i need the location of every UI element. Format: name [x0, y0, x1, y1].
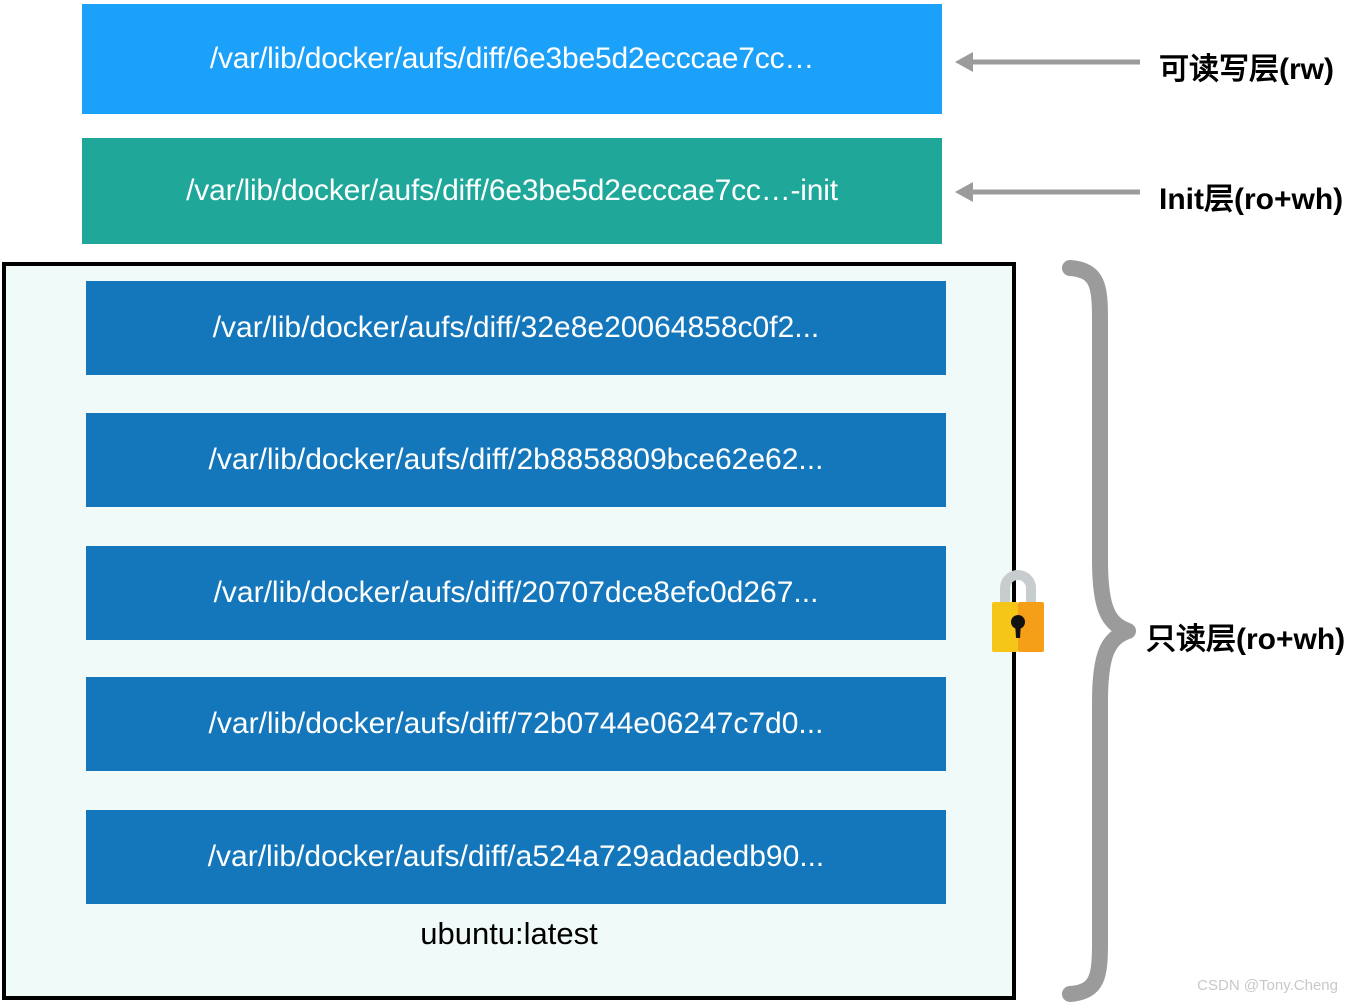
curly-brace-icon [1062, 260, 1136, 1002]
lock-body-left [992, 602, 1018, 652]
ro-layer-path: /var/lib/docker/aufs/diff/72b0744e06247c… [208, 707, 824, 740]
init-layer-label: Init层(ro+wh) [1159, 183, 1344, 216]
arrow-shaft [971, 189, 1140, 195]
ro-layer-path: /var/lib/docker/aufs/diff/20707dce8efc0d… [213, 576, 819, 609]
image-name-label: ubuntu:latest [420, 916, 598, 951]
init-layer-arrow [955, 182, 1140, 202]
init-layer-path: /var/lib/docker/aufs/diff/6e3be5d2ecccae… [186, 174, 838, 207]
ro-layer-box: /var/lib/docker/aufs/diff/a524a729adaded… [86, 810, 946, 904]
arrow-shaft [971, 59, 1140, 65]
arrow-left-icon [955, 52, 973, 72]
lock-keyhole-slot [1015, 622, 1021, 638]
arrow-left-icon [955, 182, 973, 202]
lock-shackle [1000, 570, 1036, 606]
ro-layer-box: /var/lib/docker/aufs/diff/2b8858809bce62… [86, 413, 946, 507]
rw-layer-label: 可读写层(rw) [1159, 53, 1334, 86]
readonly-image-container: /var/lib/docker/aufs/diff/32e8e20064858c… [2, 262, 1016, 1000]
rw-layer-path: /var/lib/docker/aufs/diff/6e3be5d2ecccae… [209, 42, 815, 75]
rw-layer-arrow [955, 52, 1140, 72]
ro-layer-path: /var/lib/docker/aufs/diff/a524a729adaded… [207, 840, 825, 873]
ro-layer-box: /var/lib/docker/aufs/diff/20707dce8efc0d… [86, 546, 946, 640]
watermark: CSDN @Tony.Cheng [1197, 977, 1338, 994]
lock-icon [992, 570, 1044, 652]
init-layer-box: /var/lib/docker/aufs/diff/6e3be5d2ecccae… [82, 138, 942, 244]
ro-layer-path: /var/lib/docker/aufs/diff/32e8e20064858c… [212, 311, 820, 344]
ro-layer-box: /var/lib/docker/aufs/diff/32e8e20064858c… [86, 281, 946, 375]
brace-path [1062, 260, 1136, 1002]
ro-layer-path: /var/lib/docker/aufs/diff/2b8858809bce62… [208, 443, 824, 476]
ro-layer-box: /var/lib/docker/aufs/diff/72b0744e06247c… [86, 677, 946, 771]
lock-body-right [1018, 602, 1044, 652]
rw-layer-box: /var/lib/docker/aufs/diff/6e3be5d2ecccae… [82, 4, 942, 114]
readonly-layer-label: 只读层(ro+wh) [1146, 623, 1346, 656]
